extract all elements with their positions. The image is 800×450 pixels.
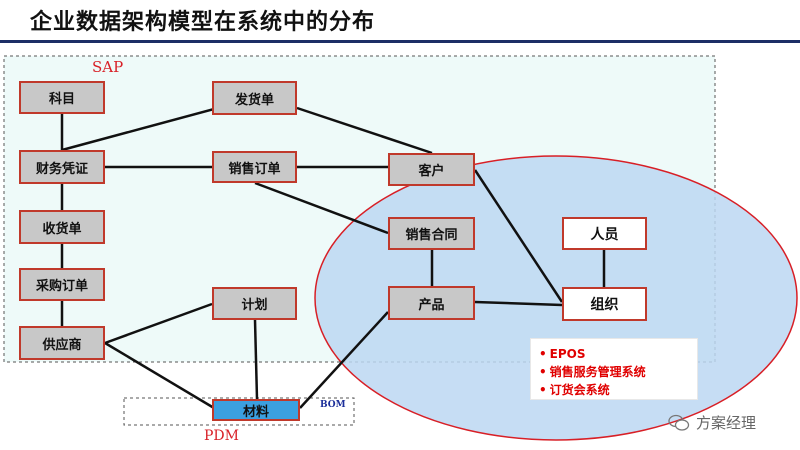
edge-gongying-jihua: [104, 302, 213, 345]
chat-bubble-icon: [668, 414, 690, 431]
sap-label: SAP: [92, 58, 124, 76]
node-xiaoshoudingdan: 销售订单: [212, 151, 297, 183]
system-item: •EPOS: [539, 347, 586, 361]
title-underline: [0, 40, 800, 43]
connectors: [60, 96, 606, 410]
node-caiwupingzheng: 财务凭证: [19, 150, 105, 184]
node-cailiao: 材料: [212, 399, 300, 421]
page-title: 企业数据架构模型在系统中的分布: [30, 10, 376, 35]
node-kehu: 客户: [388, 153, 475, 186]
node-jihua: 计划: [212, 287, 297, 320]
bullet-icon: •: [539, 365, 547, 379]
bom-label: BOM: [320, 400, 346, 410]
edge-fahuo-kehu: [296, 106, 433, 155]
bullet-icon: •: [539, 347, 547, 361]
bullet-icon: •: [539, 383, 547, 397]
node-caigoudingdan: 采购订单: [19, 268, 105, 301]
edge-kehu-zuzhi: [473, 169, 564, 303]
watermark-text: 方案经理: [696, 414, 757, 432]
node-gongyingshang: 供应商: [19, 326, 105, 360]
node-xiaoshouhetong: 销售合同: [388, 217, 475, 250]
node-chanpin: 产品: [388, 286, 475, 320]
node-zuzhi: 组织: [562, 287, 647, 321]
edge-chanpin-zuzhi: [474, 300, 563, 307]
node-renyuan: 人员: [562, 217, 647, 250]
edge-gongying-cailiao: [104, 341, 215, 410]
edge-chanpin-cailiao: [299, 311, 389, 409]
node-fahuodan: 发货单: [212, 81, 297, 115]
node-kemu: 科目: [19, 81, 105, 114]
edge-xiaoshoudingdan-hetong: [254, 181, 389, 235]
watermark: 方案经理: [668, 412, 756, 433]
pdm-boundary: [123, 397, 355, 426]
edge-jihua-cailiao: [253, 319, 259, 400]
system-item: •订货会系统: [539, 383, 610, 397]
node-shouhuodan: 收货单: [19, 210, 105, 244]
systems-list: •EPOS •销售服务管理系统 •订货会系统: [530, 338, 698, 400]
system-item: •销售服务管理系统: [539, 365, 646, 379]
pdm-label: PDM: [204, 428, 239, 444]
